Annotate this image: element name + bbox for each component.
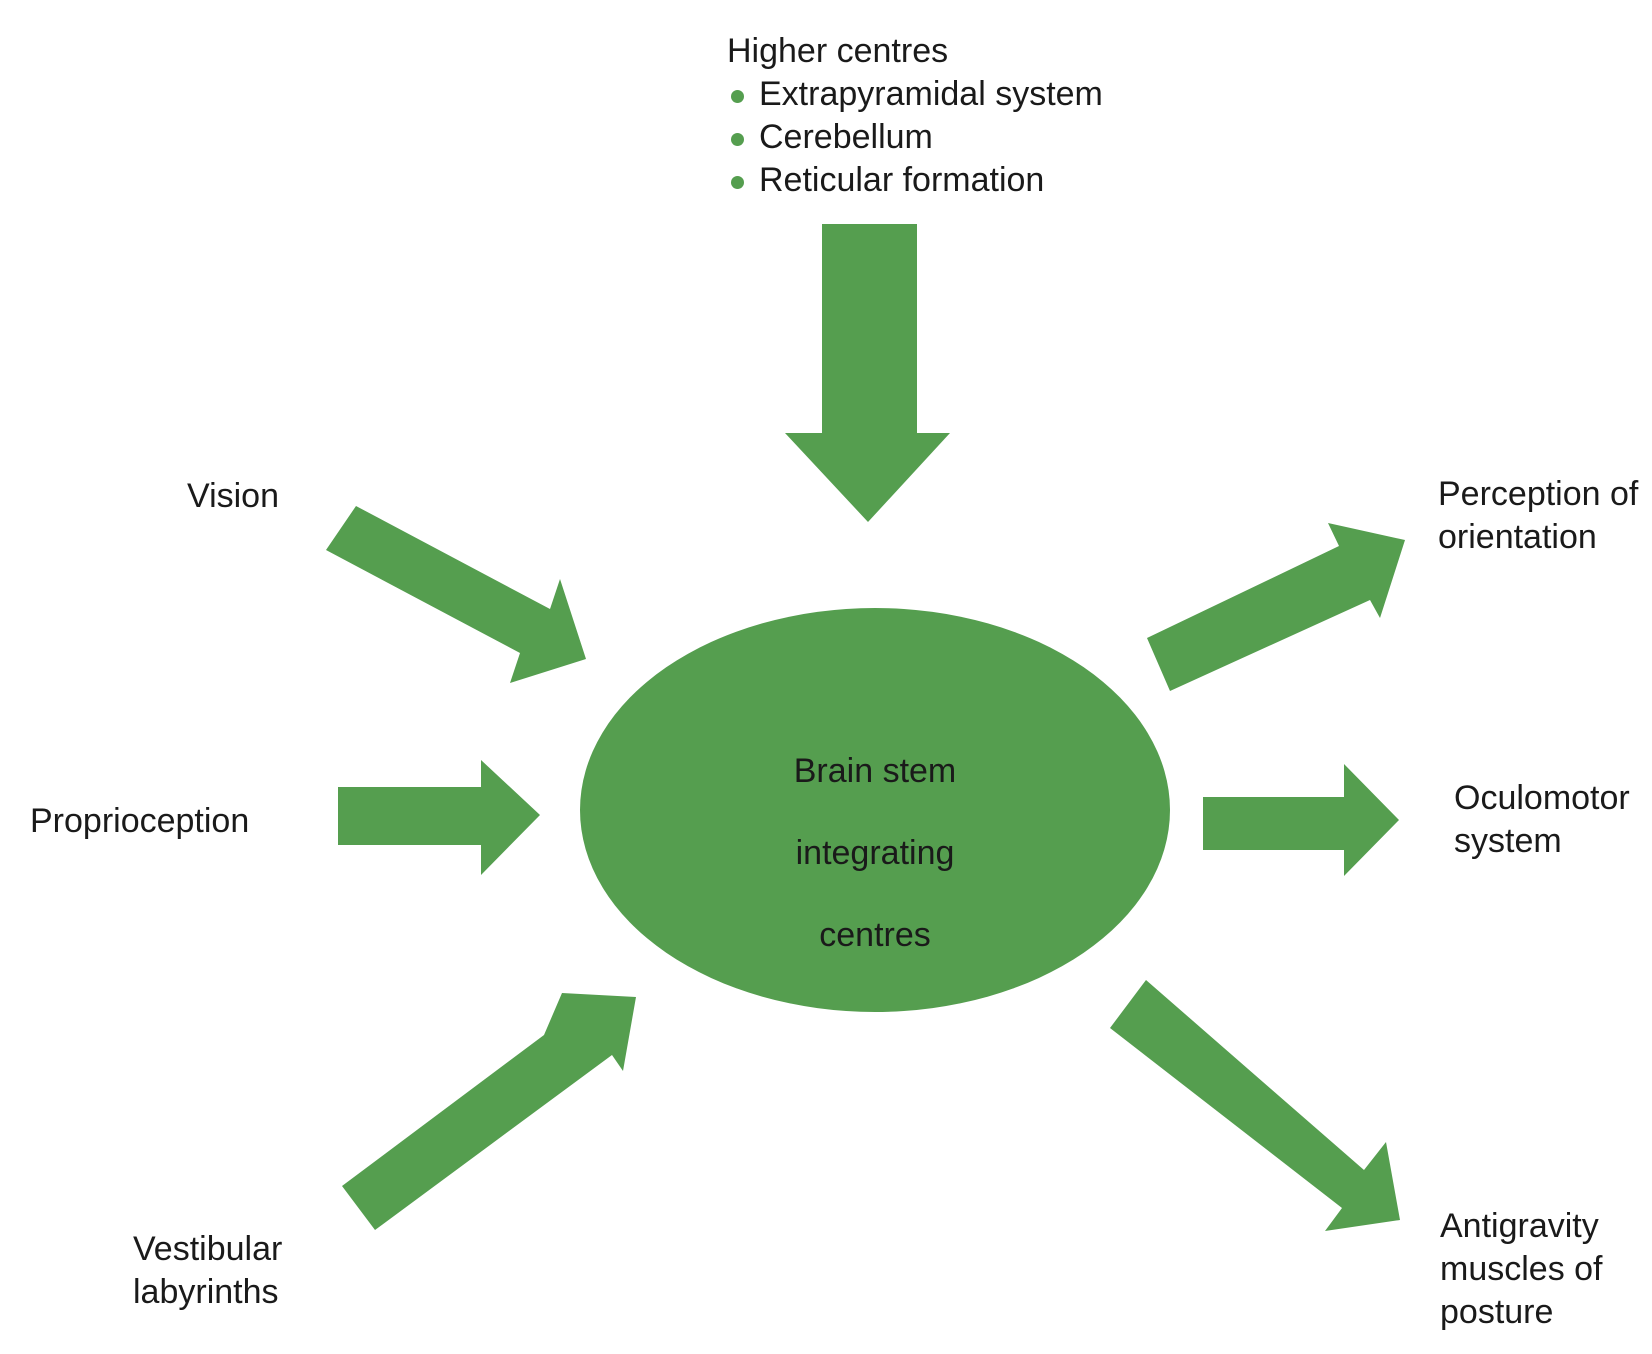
brain-stem-label: Brain stem integrating centres bbox=[700, 730, 1050, 976]
vision-text: Vision bbox=[187, 477, 279, 515]
arrow-perception bbox=[1147, 523, 1405, 691]
perception-text-line-2: orientation bbox=[1438, 518, 1597, 556]
brain-stem-text-line-2: integrating bbox=[795, 834, 955, 872]
higher-centres-item: Reticular formation bbox=[727, 159, 1103, 202]
arrow-proprioception bbox=[338, 760, 540, 875]
vision-label: Vision bbox=[187, 475, 279, 518]
perception-label: Perception of orientation bbox=[1438, 473, 1638, 559]
oculomotor-text-line-2: system bbox=[1454, 822, 1562, 860]
arrow-oculomotor bbox=[1203, 764, 1399, 876]
brain-stem-text-line-1: Brain stem bbox=[793, 752, 957, 790]
higher-centres-label: Higher centres Extrapyramidal system Cer… bbox=[727, 30, 1103, 202]
antigravity-text-line-3: posture bbox=[1440, 1293, 1554, 1331]
arrow-vestibular bbox=[342, 993, 636, 1230]
arrow-vision bbox=[326, 506, 586, 683]
brain-stem-text-line-3: centres bbox=[819, 916, 931, 954]
arrow-higher-centres bbox=[785, 224, 950, 522]
proprioception-label: Proprioception bbox=[30, 800, 249, 843]
higher-centres-item: Cerebellum bbox=[727, 116, 1103, 159]
perception-text-line-1: Perception of bbox=[1438, 475, 1639, 513]
arrow-antigravity bbox=[1110, 980, 1400, 1231]
vestibular-label: Vestibular labyrinths bbox=[133, 1228, 282, 1314]
brain-stem-ellipse bbox=[580, 608, 1170, 1012]
higher-centres-list: Extrapyramidal system Cerebellum Reticul… bbox=[727, 73, 1103, 202]
vestibular-text-line-2: labyrinths bbox=[133, 1273, 279, 1311]
higher-centres-title: Higher centres bbox=[727, 32, 949, 70]
vestibular-text-line-1: Vestibular bbox=[133, 1230, 283, 1268]
oculomotor-label: Oculomotor system bbox=[1454, 777, 1630, 863]
proprioception-text: Proprioception bbox=[30, 802, 250, 840]
antigravity-label: Antigravity muscles of posture bbox=[1440, 1205, 1603, 1334]
antigravity-text-line-2: muscles of bbox=[1440, 1250, 1603, 1288]
oculomotor-text-line-1: Oculomotor bbox=[1454, 779, 1630, 817]
higher-centres-item: Extrapyramidal system bbox=[727, 73, 1103, 116]
antigravity-text-line-1: Antigravity bbox=[1440, 1207, 1599, 1245]
